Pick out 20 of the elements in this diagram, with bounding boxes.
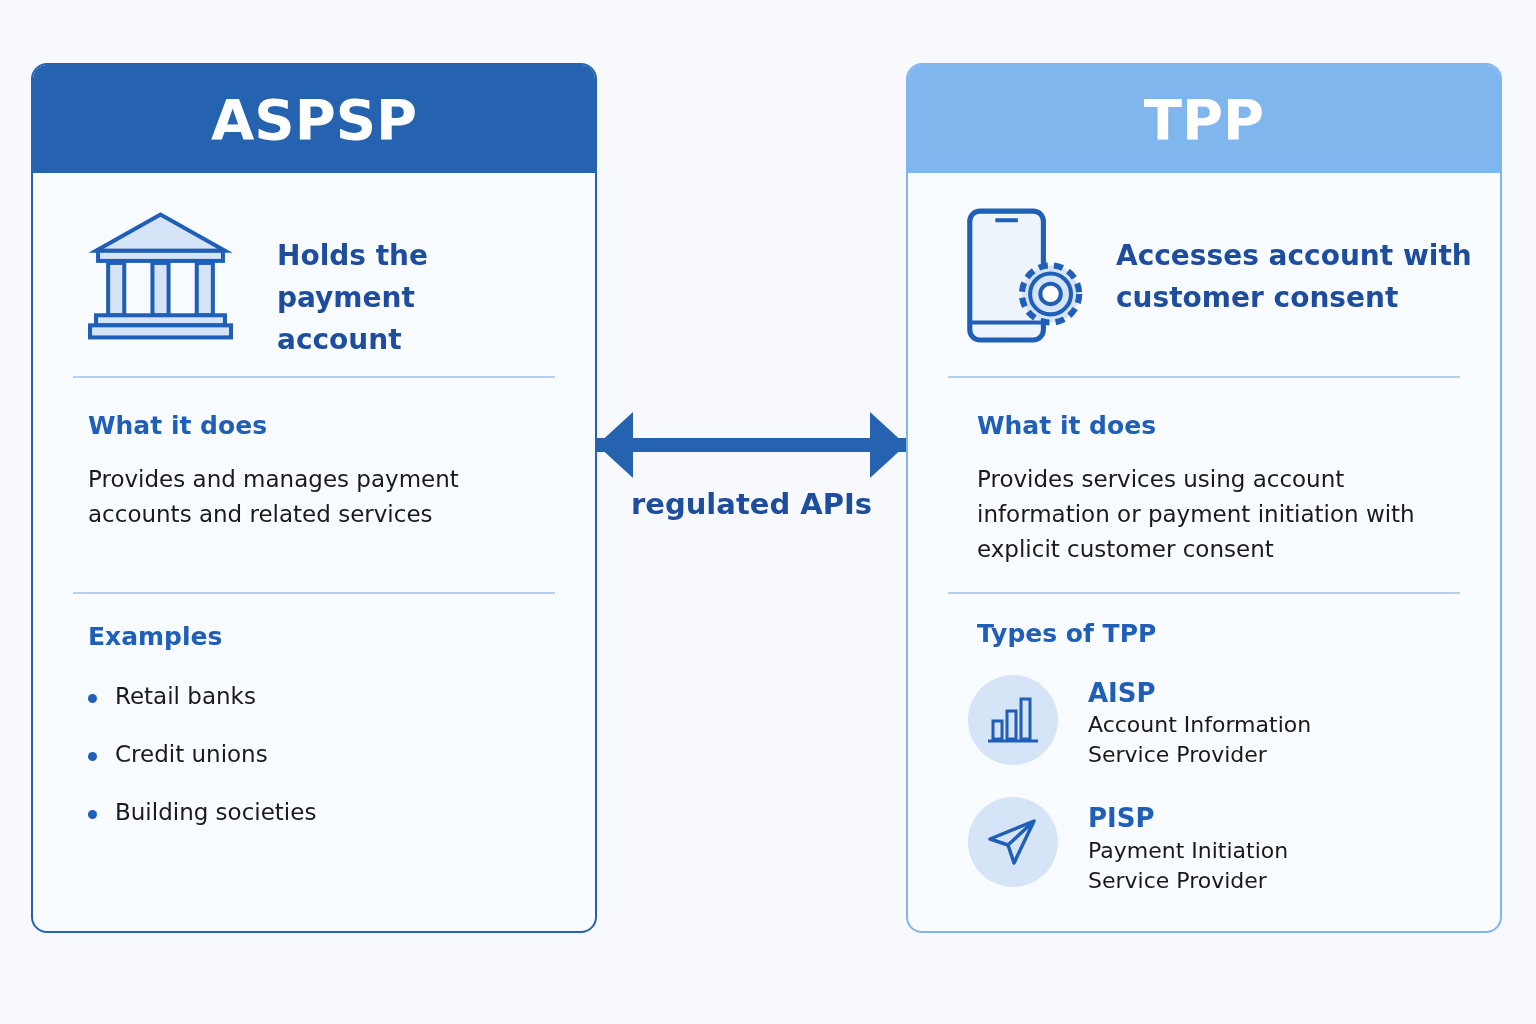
type-title: PISP <box>1088 802 1156 835</box>
section-heading: What it does <box>977 410 1158 442</box>
card-header: TPP <box>908 65 1500 173</box>
card-header: ASPSP <box>33 65 595 173</box>
description-text: Provides services using account information or payment initiation with explicit customer consent <box>977 465 1416 564</box>
double-arrow <box>597 412 906 478</box>
card-subtitle: Holds the payment account <box>277 238 430 358</box>
list-item: Building societies <box>88 798 575 828</box>
list-item: Retail banks <box>88 682 575 712</box>
card-subtitle: Accesses account with customer consent <box>1116 238 1473 316</box>
description-text: Provides and manages payment accounts and related services <box>88 465 460 529</box>
info-card <box>906 63 1502 933</box>
info-card <box>31 63 597 933</box>
type-description: Payment Initiation Service Provider <box>1088 837 1290 895</box>
section-heading: Examples <box>88 621 224 653</box>
type-title: AISP <box>1088 677 1157 710</box>
type-description: Account Information Service Provider <box>1088 711 1313 769</box>
list-item: Credit unions <box>88 740 575 770</box>
section-heading: What it does <box>88 410 269 442</box>
section-heading: Types of TPP <box>977 618 1158 650</box>
